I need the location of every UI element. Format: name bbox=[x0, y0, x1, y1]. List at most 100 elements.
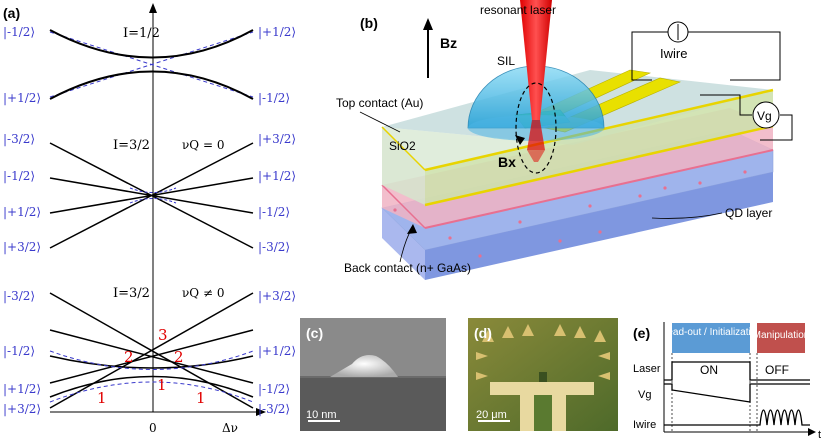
iwire-trace bbox=[664, 409, 810, 426]
iwire-label: Iwire bbox=[660, 46, 687, 61]
qd-layer-edge bbox=[424, 149, 774, 229]
qd-layer-label: QD layer bbox=[725, 206, 772, 220]
g2-right-ket-1: |+3/2⟩ bbox=[258, 132, 296, 146]
panel-label-c: (c) bbox=[306, 325, 323, 341]
g1-right-ket-2: |-1/2⟩ bbox=[258, 91, 290, 105]
crossing-num-2-left: 2 bbox=[124, 348, 134, 366]
top-contact-edge-lower bbox=[424, 124, 774, 207]
group1-upper-branch bbox=[49, 29, 254, 59]
vg-label: Vg bbox=[757, 109, 772, 123]
crossing-num-2-right: 2 bbox=[174, 348, 184, 366]
group1-dashed-b bbox=[49, 31, 254, 98]
g2-right-ket-3: |-1/2⟩ bbox=[258, 205, 290, 219]
axis-arrow-up bbox=[149, 3, 157, 13]
g2-left-ket-4: |+3/2⟩ bbox=[3, 240, 41, 254]
panel-a: (a) 0 Δν I=1/2 |-1/2⟩ |+1/2⟩ |+1/2⟩ |-1/… bbox=[3, 3, 296, 435]
group1-title: I=1/2 bbox=[123, 26, 160, 41]
axis-arrow-right bbox=[256, 408, 266, 416]
scale-label-d: 20 μm bbox=[476, 409, 507, 421]
g2-left-ket-3: |+1/2⟩ bbox=[3, 205, 41, 219]
g3-dashed-lower bbox=[49, 381, 254, 403]
crossing-num-3: 3 bbox=[158, 326, 168, 344]
bz-label: Bz bbox=[440, 35, 457, 51]
manip-label: Manipulation bbox=[753, 330, 810, 341]
scale-label-c: 10 nm bbox=[306, 409, 337, 421]
voltmeter-icon bbox=[752, 101, 780, 129]
on-label: ON bbox=[700, 363, 718, 377]
off-label: OFF bbox=[765, 363, 789, 377]
laser-beam-top bbox=[520, 0, 552, 120]
qd-dots bbox=[393, 170, 747, 258]
g3-line-2 bbox=[49, 292, 254, 409]
top-contact-label: Top contact (Au) bbox=[336, 96, 423, 110]
g2-right-ket-4: |-3/2⟩ bbox=[258, 240, 290, 254]
panel-label-e: (e) bbox=[633, 325, 650, 341]
bx-label: Bx bbox=[498, 154, 516, 170]
g3-left-ket-4: |+3/2⟩ bbox=[3, 402, 41, 416]
vg-circuit-side bbox=[760, 114, 793, 141]
iwire-circuit bbox=[631, 31, 781, 81]
chip-teeth bbox=[476, 324, 610, 380]
group2-levels bbox=[49, 142, 254, 249]
bz-arrow-head bbox=[423, 18, 433, 30]
sio2-label: SiO2 bbox=[389, 139, 416, 153]
panel-label-a: (a) bbox=[3, 5, 20, 21]
g2-right-ket-2: |+1/2⟩ bbox=[258, 169, 296, 183]
bx-ellipse bbox=[515, 82, 557, 174]
vg-trace bbox=[664, 383, 810, 403]
panel-c: (c) 10 nm bbox=[300, 318, 446, 431]
back-contact-front bbox=[425, 172, 773, 280]
bx-arrow-head bbox=[515, 135, 525, 145]
g3-curve-upper bbox=[49, 355, 254, 369]
vg-trace-label: Vg bbox=[638, 389, 651, 401]
x-zero-label: 0 bbox=[149, 421, 157, 435]
g3-right-ket-2: |+1/2⟩ bbox=[258, 344, 296, 358]
crossing-num-1-left: 1 bbox=[97, 389, 107, 407]
back-contact-side-left bbox=[382, 208, 425, 280]
sil-label: SIL bbox=[497, 54, 515, 68]
g3-right-ket-1: |+3/2⟩ bbox=[258, 289, 296, 303]
g3-curve-lower bbox=[49, 375, 254, 398]
back-contact-label: Back contact (n+ GaAs) bbox=[344, 261, 471, 275]
g3-left-ket-2: |-1/2⟩ bbox=[3, 344, 35, 358]
crossing-num-1-right: 1 bbox=[196, 389, 206, 407]
chip-gap bbox=[534, 395, 552, 431]
group3-levels bbox=[49, 292, 254, 409]
x-axis-label: Δν bbox=[222, 421, 238, 435]
laser-trace bbox=[664, 361, 810, 381]
panel-b: (b) Bz SIL bbox=[336, 0, 793, 280]
g1-left-ket-2: |+1/2⟩ bbox=[3, 91, 41, 105]
top-contact-pointer bbox=[359, 111, 401, 133]
laser-trace-label: Laser bbox=[633, 363, 661, 375]
g3-left-ket-3: |+1/2⟩ bbox=[3, 382, 41, 396]
g3-right-ket-3: |-1/2⟩ bbox=[258, 382, 290, 396]
crossing-num-1-center: 1 bbox=[157, 376, 167, 394]
group1-lower-branch bbox=[49, 70, 254, 100]
g1-right-ket-1: |+1/2⟩ bbox=[258, 25, 296, 39]
iwire-trace-label: Iwire bbox=[633, 419, 656, 431]
t-label: t bbox=[818, 429, 821, 441]
laser-beam-focus bbox=[527, 120, 545, 150]
g3-dashed-upper bbox=[49, 350, 254, 370]
g3-left-ket-1: |-3/2⟩ bbox=[3, 289, 35, 303]
g2-left-ket-1: |-3/2⟩ bbox=[3, 132, 35, 146]
panel-label-d: (d) bbox=[474, 325, 492, 341]
panel-e: (e) Read-out / Initialization Manipulati… bbox=[633, 322, 821, 441]
g2-line-4 bbox=[49, 142, 254, 249]
panel-d: (d) 20 μm bbox=[468, 318, 618, 431]
group3-nu: νQ ≠ 0 bbox=[182, 286, 224, 300]
laser-beam-tail bbox=[527, 150, 545, 162]
g3-right-ket-4: |-3/2⟩ bbox=[258, 402, 290, 416]
slab-front bbox=[425, 90, 773, 205]
qd-layer-edge-left bbox=[381, 184, 426, 229]
resonant-laser-label: resonant laser bbox=[480, 3, 556, 17]
group2-title: I=3/2 bbox=[113, 138, 150, 153]
quantum-dot-image bbox=[330, 355, 398, 377]
manip-box bbox=[757, 323, 805, 353]
qd-layer-pointer bbox=[651, 212, 723, 219]
panel-label-b: (b) bbox=[360, 15, 378, 31]
group3-title: I=3/2 bbox=[113, 286, 150, 301]
slab-left-side bbox=[382, 127, 425, 205]
top-contact-edge-left bbox=[381, 126, 426, 171]
g1-left-ket-1: |-1/2⟩ bbox=[3, 25, 35, 39]
